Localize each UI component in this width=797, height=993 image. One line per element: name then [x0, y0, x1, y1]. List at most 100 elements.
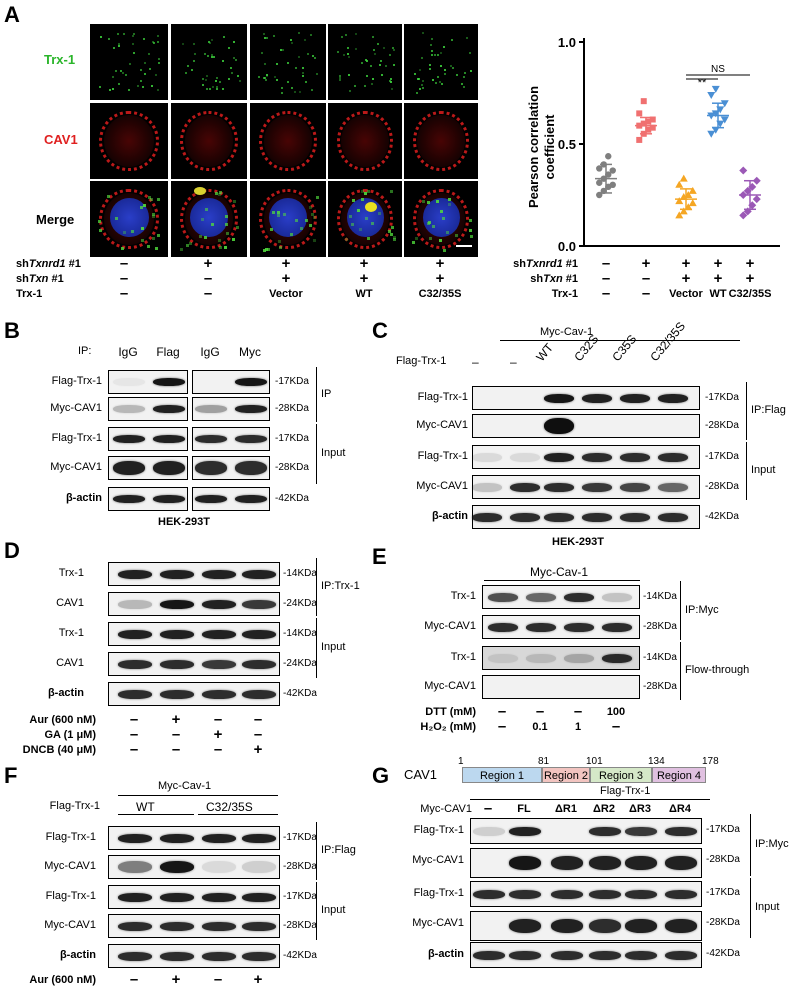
trx1-puncta [266, 75, 268, 78]
trx1-puncta [418, 88, 421, 91]
position-3: 101 [586, 756, 603, 767]
trx1-puncta [370, 64, 373, 67]
cell-membrane [336, 188, 394, 250]
trx1-puncta [155, 73, 158, 76]
trx1-puncta [421, 86, 424, 89]
cond-value-d-2-2: – [171, 726, 181, 743]
panel-g-label: G [372, 763, 390, 788]
trx1-puncta [118, 44, 121, 47]
trx1-puncta [415, 91, 418, 94]
cell-cytoplasm [341, 115, 389, 167]
blot-e-2 [482, 615, 640, 639]
blot-e-3 [482, 646, 640, 670]
merge-puncta [218, 245, 222, 249]
cond-value-d-3-1: – [129, 741, 139, 758]
lane-label-b-2: Flag [156, 345, 180, 359]
merge-puncta [218, 239, 222, 243]
trx1-puncta [191, 68, 194, 71]
merge-puncta [156, 197, 160, 201]
merge-puncta [367, 237, 371, 241]
trx1-puncta [133, 51, 136, 54]
band [113, 495, 145, 503]
trx1-puncta [216, 88, 219, 91]
kda-g-5: -42KDa [706, 948, 740, 959]
nucleus [422, 197, 460, 238]
data-point [605, 171, 612, 178]
merge-puncta [468, 218, 472, 222]
merge-puncta [204, 236, 208, 240]
kda-f-2: -28KDa [283, 861, 317, 872]
trx1-puncta [221, 60, 224, 63]
micrograph-r3-c4 [328, 181, 402, 257]
merge-puncta [316, 196, 320, 200]
row-label-f-5: β-actin [59, 949, 96, 961]
merge-puncta [143, 203, 147, 207]
band [510, 482, 540, 492]
trx1-puncta [192, 42, 195, 45]
panel-d-label: D [4, 538, 20, 563]
trx1-puncta [363, 85, 366, 88]
chart-cond-value-1-5: + [745, 255, 755, 272]
band [242, 951, 276, 961]
kda-c-5: -42KDa [705, 511, 739, 522]
group-c-ip-bracket [746, 382, 747, 440]
cond-value-d-1-1: – [129, 711, 139, 728]
band [544, 512, 574, 522]
row-label-d-1: Trx-1 [58, 567, 84, 579]
merge-puncta [358, 227, 362, 231]
merge-puncta [389, 232, 393, 236]
trx1-puncta [206, 55, 209, 58]
blot-d-3 [108, 622, 280, 646]
chart-cond-label-2: shTxn #1 [530, 273, 578, 285]
micrograph-r3-c3 [250, 181, 326, 257]
data-point [600, 161, 607, 168]
group-e-ft-bracket [680, 642, 681, 700]
merge-puncta [414, 237, 418, 241]
cell-membrane [259, 188, 317, 250]
band [582, 512, 612, 522]
merge-puncta [140, 227, 144, 231]
blot-f-5 [108, 944, 280, 968]
merge-puncta [218, 193, 222, 196]
band [582, 452, 612, 462]
nucleus [269, 197, 307, 238]
trx1-puncta [431, 50, 434, 53]
band [235, 435, 267, 443]
chart-cond-value-3-3: Vector [669, 288, 703, 300]
trx1-puncta [347, 74, 350, 77]
trx1-puncta [238, 79, 241, 82]
merge-puncta [312, 238, 316, 242]
trx1-puncta [430, 43, 433, 46]
band [202, 569, 236, 579]
kda-f-5: -42KDa [283, 950, 317, 961]
blot-g-4 [470, 911, 702, 941]
trx1-puncta [341, 36, 344, 39]
merge-puncta [289, 233, 293, 237]
chart-cond-value-1-2: + [641, 255, 651, 272]
kda-c-1: -17KDa [705, 392, 739, 403]
band [509, 889, 541, 899]
band [473, 950, 505, 960]
trx1-puncta [117, 82, 120, 85]
trx1-puncta [306, 53, 309, 56]
trx1-puncta [186, 64, 189, 67]
trx1-puncta [311, 89, 314, 92]
micrograph-r2-c5 [404, 103, 478, 179]
merge-puncta [269, 228, 273, 232]
blot-f-2 [108, 855, 280, 879]
row-label-b-5: β-actin [65, 492, 102, 504]
cond-value-d-1-4: – [253, 711, 263, 728]
band [658, 418, 688, 434]
cond-value-a-3-1: – [119, 285, 129, 302]
chart-cond-value-3-5: C32/35S [728, 288, 772, 300]
chart-cond-value-2-5: + [745, 270, 755, 287]
region-4: Region 4 [652, 767, 706, 783]
data-point [711, 85, 720, 93]
band [551, 889, 583, 899]
kda-f-1: -17KDa [283, 832, 317, 843]
data-point [716, 106, 725, 114]
trx1-puncta [140, 69, 143, 72]
band [202, 659, 236, 669]
trx1-puncta [336, 51, 339, 54]
blot-c-3 [472, 445, 700, 469]
